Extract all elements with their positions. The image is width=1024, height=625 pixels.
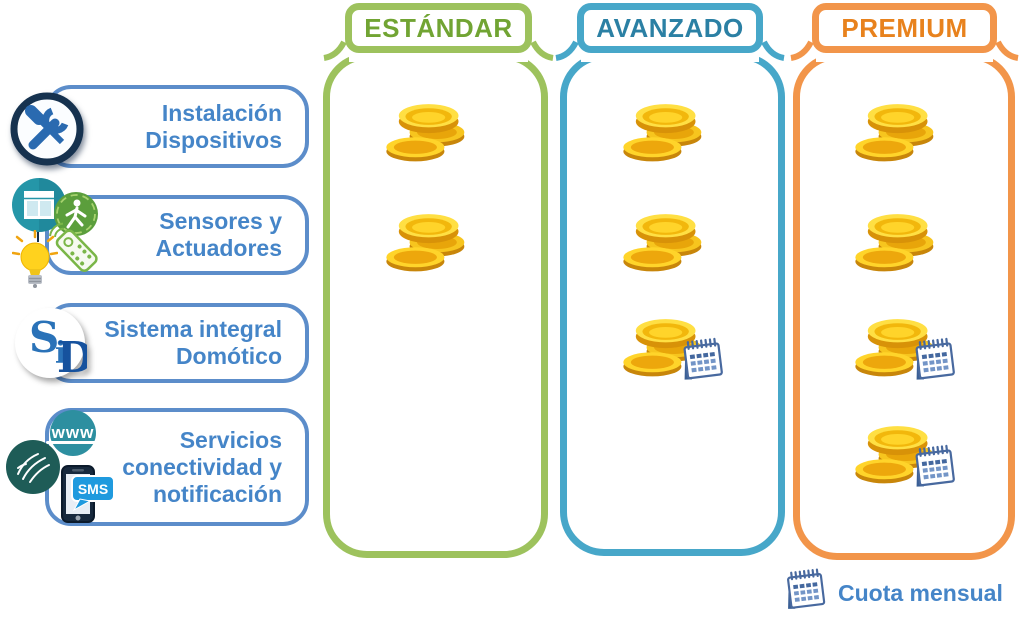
- svg-text:S: S: [29, 313, 59, 362]
- coins-icon: [854, 95, 938, 163]
- cell-estandar-servicios: [377, 415, 493, 489]
- feature-label-sensores: Sensores y Actuadores: [120, 195, 296, 275]
- plan-name: ESTÁNDAR: [364, 12, 513, 43]
- svg-text:www: www: [51, 423, 95, 442]
- svg-text:i: i: [55, 336, 66, 371]
- plan-name: PREMIUM: [841, 12, 968, 43]
- badge-connector: [555, 40, 579, 61]
- feature-label-instalacion: Instalación Dispositivos: [120, 85, 296, 168]
- feature-label-line: Instalación: [161, 99, 282, 126]
- badge-connector: [323, 40, 347, 61]
- www-globe-icon: www: [46, 410, 100, 456]
- badge-connector: [790, 40, 814, 61]
- remote-control-icon: [49, 222, 98, 272]
- legend-label: Cuota mensual: [838, 580, 1003, 606]
- plan-header-premium: PREMIUM: [812, 3, 997, 53]
- coins-icon: [385, 95, 469, 163]
- plan-name: AVANZADO: [596, 12, 744, 43]
- window-blind-icon: [12, 178, 66, 232]
- feature-label-line: Sensores y: [159, 208, 282, 234]
- cell-premium-servicios: [846, 415, 962, 489]
- coins-icon: [854, 205, 938, 273]
- calendar-icon: [676, 336, 724, 382]
- calendar-icon: [780, 566, 826, 612]
- svg-text:SMS: SMS: [78, 481, 108, 497]
- coins-icon: [622, 205, 706, 273]
- calendar-icon: [908, 443, 956, 489]
- cell-estandar-sid: [377, 308, 493, 382]
- cell-estandar-sensores: [377, 203, 493, 277]
- feature-label-line: conectividad y: [122, 453, 282, 480]
- cell-premium-sid: [846, 308, 962, 382]
- feature-label-sid: Sistema integral Domótico: [100, 303, 296, 383]
- badge-connector: [995, 40, 1019, 61]
- badge-connector: [530, 40, 554, 61]
- wire: [37, 224, 39, 242]
- calendar-icon: [908, 336, 956, 382]
- coins-icon: [385, 205, 469, 273]
- cell-avanzado-servicios: [614, 415, 730, 489]
- sms-phone-icon: SMS: [61, 465, 115, 523]
- feature-label-line: notificación: [152, 480, 282, 507]
- plan-header-avanzado: AVANZADO: [577, 3, 763, 53]
- lightbulb-icon: [12, 230, 58, 288]
- cell-avanzado-sensores: [614, 203, 730, 277]
- cell-estandar-instalacion: [377, 93, 493, 167]
- motion-sensor-icon: [54, 192, 98, 236]
- cell-avanzado-sid: [614, 308, 730, 382]
- sid-logo: S i D: [15, 308, 87, 380]
- cell-premium-instalacion: [846, 93, 962, 167]
- hand-icon: [6, 440, 60, 494]
- svg-text:D: D: [57, 333, 87, 380]
- plan-header-estandar: ESTÁNDAR: [345, 3, 532, 53]
- cell-avanzado-instalacion: [614, 93, 730, 167]
- feature-label-line: Dispositivos: [145, 126, 282, 153]
- feature-label-line: Actuadores: [155, 235, 282, 261]
- feature-label-line: Servicios: [179, 426, 282, 453]
- feature-label-line: Domótico: [175, 343, 282, 369]
- coins-icon: [622, 95, 706, 163]
- feature-label-line: Sistema integral: [104, 316, 282, 342]
- badge-connector: [761, 40, 785, 61]
- cell-premium-sensores: [846, 203, 962, 277]
- tools-icon: [10, 92, 84, 166]
- feature-row-sensores: [45, 195, 309, 275]
- feature-label-servicios: Servicios conectividad y notificación: [100, 408, 296, 526]
